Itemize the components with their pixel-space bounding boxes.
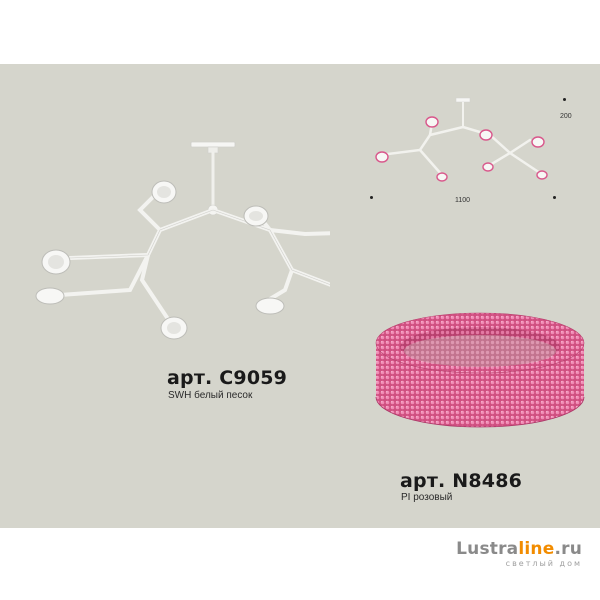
dimension-marker-left bbox=[370, 196, 373, 199]
logo-part-ru: .ru bbox=[554, 539, 582, 559]
dimension-marker-right bbox=[553, 196, 556, 199]
color-c9059: SWH белый песок bbox=[168, 390, 253, 401]
lustraline-logo[interactable]: Lustraline.ru светлый дом bbox=[456, 540, 582, 568]
chandelier-image bbox=[35, 141, 330, 340]
logo-part-lustra: Lustra bbox=[456, 539, 519, 559]
article-n8486: арт. N8486 bbox=[400, 470, 523, 492]
crystal-ring-image bbox=[375, 312, 585, 428]
product-panel bbox=[0, 64, 600, 528]
logo-tagline: светлый дом bbox=[505, 559, 582, 568]
color-n8486: PI розовый bbox=[401, 492, 453, 503]
dimension-marker-top bbox=[563, 98, 566, 101]
article-c9059: арт. C9059 bbox=[167, 367, 288, 389]
logo-part-line: line bbox=[518, 539, 555, 559]
dimension-height: 200 bbox=[560, 113, 572, 120]
chandelier-sketch bbox=[375, 97, 548, 182]
dimension-width: 1100 bbox=[455, 197, 471, 204]
